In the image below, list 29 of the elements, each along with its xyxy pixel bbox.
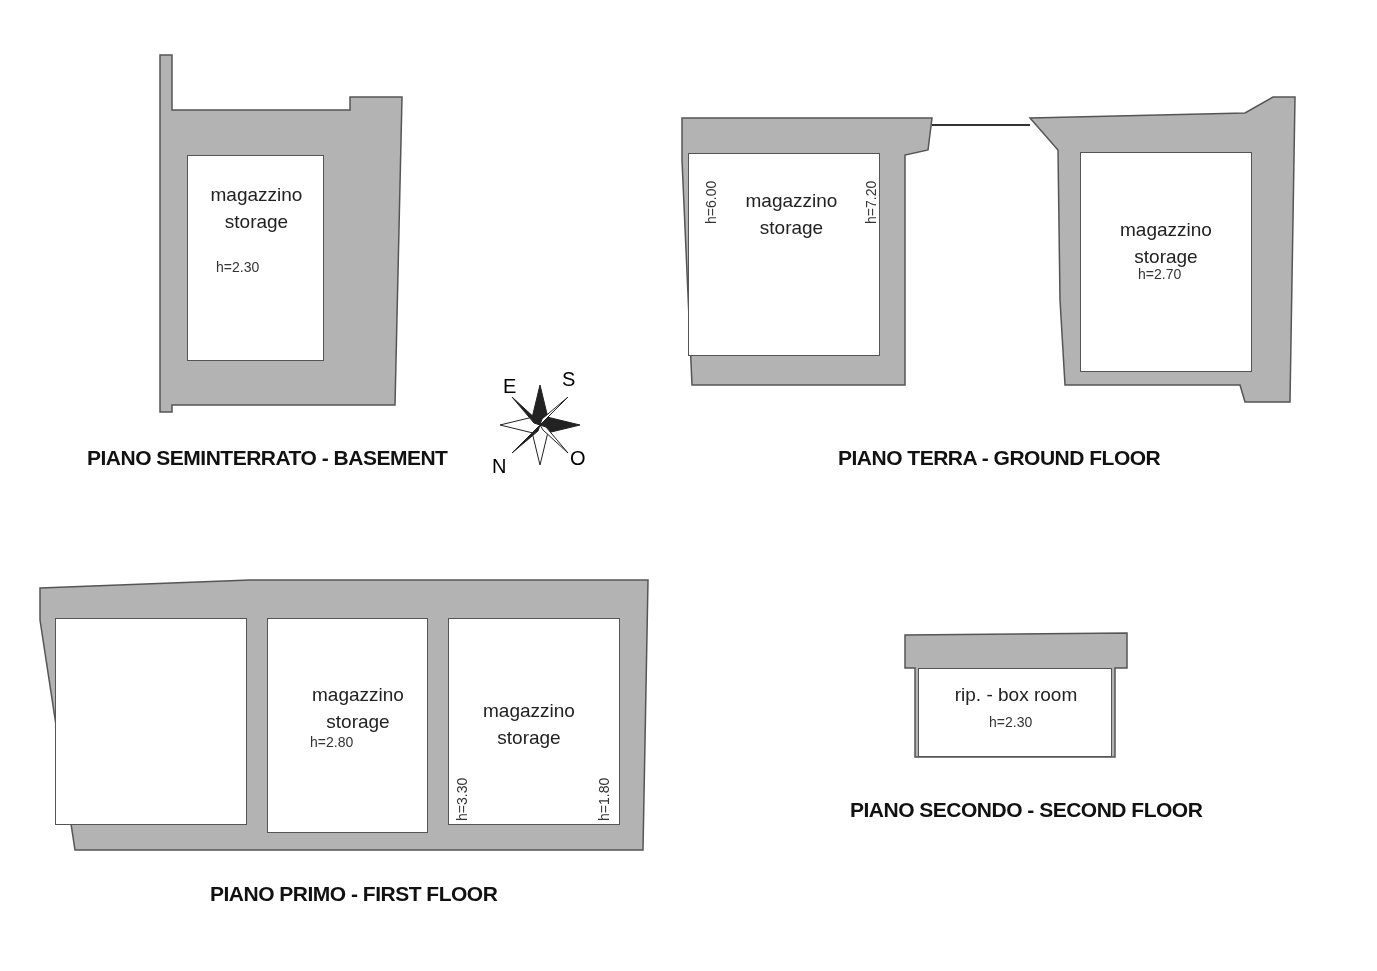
ceiling-height-label: h=2.80: [310, 734, 354, 750]
room-label: magazzino storage: [1119, 218, 1213, 269]
ceiling-height-label: h=2.30: [216, 259, 260, 275]
compass-direction-label: S: [562, 368, 576, 391]
room: [688, 153, 880, 356]
room-label: magazzino storage: [209, 183, 304, 234]
compass-direction-label: O: [570, 447, 586, 470]
compass-direction-label: E: [503, 375, 517, 398]
floor-title: PIANO SEMINTERRATO - BASEMENT: [87, 446, 448, 470]
ceiling-height-label: h=3.30: [454, 777, 470, 821]
floor-title: PIANO PRIMO - FIRST FLOOR: [210, 882, 498, 906]
room: [187, 155, 324, 361]
room-label: rip. - box room: [953, 683, 1079, 707]
floor-title: PIANO SECONDO - SECOND FLOOR: [850, 798, 1203, 822]
room: [448, 618, 620, 825]
box-room: [55, 618, 247, 825]
room-label: magazzino storage: [482, 699, 576, 750]
ceiling-height-label: h=2.30: [989, 714, 1033, 730]
ceiling-height-label: h=2.70: [1138, 266, 1182, 282]
room-label: magazzino storage: [311, 683, 405, 734]
room: [1080, 152, 1252, 372]
floor-title: PIANO TERRA - GROUND FLOOR: [838, 446, 1161, 470]
room: [918, 668, 1112, 757]
ceiling-height-label: h=1.80: [596, 777, 612, 821]
ceiling-height-label: h=6.00: [703, 180, 719, 224]
room: [267, 618, 428, 833]
ceiling-height-label: h=7.20: [863, 180, 879, 224]
room-label: magazzino storage: [744, 189, 839, 240]
compass-direction-label: N: [492, 455, 507, 478]
